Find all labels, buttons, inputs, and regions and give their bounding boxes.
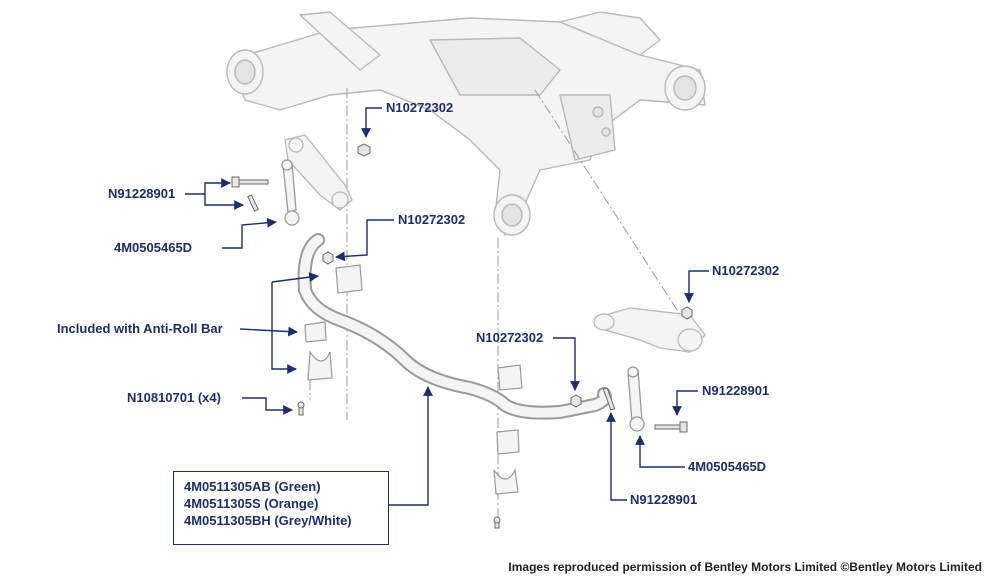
label-link-left[interactable]: 4M0505465D xyxy=(114,240,193,255)
nut-mid-left-icon xyxy=(322,251,334,265)
upper-left-arm xyxy=(284,134,353,211)
bushes-left xyxy=(304,264,363,381)
label-screw-left[interactable]: N10810701 (x4) xyxy=(127,390,221,405)
label-nut-mid-left[interactable]: N10272302 xyxy=(398,212,466,227)
anti-roll-bar-kit-box[interactable]: 4M0511305AB (Green) 4M0511305S (Orange) … xyxy=(173,471,389,545)
alignment-lines xyxy=(309,88,691,520)
label-bolt-right-bottom[interactable]: N91228901 xyxy=(630,492,698,507)
bushes-right xyxy=(493,364,523,495)
label-bolt-right[interactable]: N91228901 xyxy=(702,383,770,398)
nut-top-icon xyxy=(357,143,371,157)
label-link-right[interactable]: 4M0505465D xyxy=(688,459,767,474)
kit-line-orange: 4M0511305S (Orange) xyxy=(184,496,319,511)
label-nut-center[interactable]: N10272302 xyxy=(476,330,544,345)
bolt-right-icon xyxy=(602,387,688,433)
anti-roll-bar xyxy=(297,233,612,420)
label-bolt-left[interactable]: N91228901 xyxy=(108,186,176,201)
label-nut-top[interactable]: N10272302 xyxy=(386,100,454,115)
drop-link-left xyxy=(281,159,300,226)
label-included-with-anti-roll-bar[interactable]: Included with Anti-Roll Bar xyxy=(57,321,223,336)
nut-center-icon xyxy=(570,394,582,408)
bolt-left-icon xyxy=(231,176,269,212)
label-nut-right-top[interactable]: N10272302 xyxy=(712,263,780,278)
kit-line-grey-white: 4M0511305BH (Grey/White) xyxy=(184,513,352,528)
right-control-arm xyxy=(593,307,706,353)
callout-lines xyxy=(185,107,709,506)
nut-right-top-icon xyxy=(681,306,693,320)
screw-icon xyxy=(297,401,501,529)
fasteners xyxy=(231,143,693,529)
drop-link-right xyxy=(627,366,645,432)
kit-line-green: 4M0511305AB (Green) xyxy=(184,479,321,494)
copyright-credit: Images reproduced permission of Bentley … xyxy=(508,560,982,574)
rear-subframe xyxy=(226,11,706,236)
